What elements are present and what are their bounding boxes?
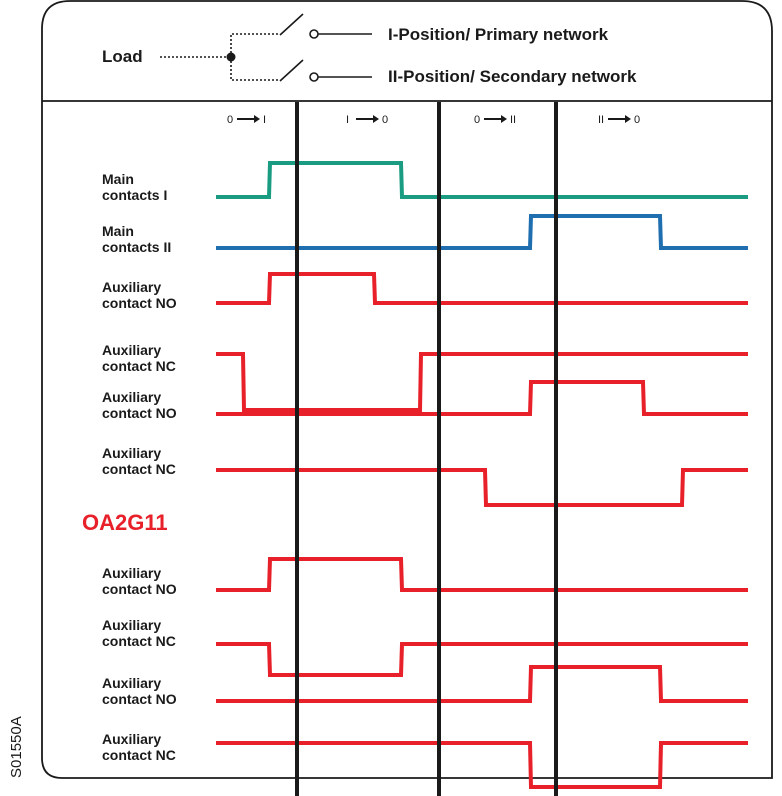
contact-terminal-1 — [309, 29, 319, 39]
arrow-head-icon — [373, 115, 379, 123]
phase-from: II — [598, 114, 604, 126]
signal-trace — [216, 380, 748, 416]
contact-terminal-2 — [309, 72, 319, 82]
signal-label-line1: Auxiliary — [102, 617, 161, 633]
signal-label-line1: Auxiliary — [102, 389, 161, 405]
signal-label-line1: Auxiliary — [102, 731, 161, 747]
arrow-head-icon — [254, 115, 260, 123]
signal-label-line2: contact NC — [102, 747, 176, 763]
position-1-label: I-Position/ Primary network — [388, 25, 609, 44]
signal-trace — [216, 741, 748, 789]
signal-trace — [216, 161, 748, 199]
switching-instants — [295, 102, 558, 796]
branch-lower-wire — [230, 57, 278, 81]
signal-trace — [216, 214, 748, 250]
signal-label-line1: Auxiliary — [102, 279, 161, 295]
phase-to: 0 — [382, 114, 388, 126]
switch-blade-2 — [279, 59, 304, 82]
arrow-head-icon — [501, 115, 507, 123]
signal-label-line1: Auxiliary — [102, 342, 161, 358]
diagram-frame — [41, 0, 773, 779]
phase-label: 0 II — [474, 114, 516, 126]
signal-trace — [216, 665, 748, 703]
switch-schematic: Load I-Position/ Primary network II-Posi… — [102, 13, 637, 86]
signal-label-line1: Main — [102, 223, 134, 239]
signal-trace — [216, 642, 748, 677]
phase-from: 0 — [227, 114, 233, 126]
signal-trace — [216, 557, 748, 592]
signal-label-line2: contacts I — [102, 187, 167, 203]
signal-label-line1: Main — [102, 171, 134, 187]
phase-from: 0 — [474, 114, 480, 126]
signal-label-line2: contact NO — [102, 295, 177, 311]
signal-label-line2: contact NO — [102, 405, 177, 421]
signal-label-line2: contact NC — [102, 461, 176, 477]
signal-label-line2: contact NC — [102, 358, 176, 374]
signal-label-line1: Auxiliary — [102, 565, 161, 581]
figure-code: S01550A — [8, 716, 25, 778]
signal-label-line2: contact NC — [102, 633, 176, 649]
position-2-label: II-Position/ Secondary network — [388, 67, 637, 86]
accessory-label: OA2G11 — [82, 510, 168, 535]
signal-label-line2: contacts II — [102, 239, 171, 255]
branch-upper-wire — [230, 33, 278, 57]
signal-label-line2: contact NO — [102, 691, 177, 707]
arrow-head-icon — [625, 115, 631, 123]
phase-from: I — [346, 114, 349, 126]
signal-label-line2: contact NO — [102, 581, 177, 597]
signal-trace — [216, 352, 748, 412]
phase-label: II 0 — [598, 114, 640, 126]
phase-to: 0 — [634, 114, 640, 126]
signal-label-line1: Auxiliary — [102, 675, 161, 691]
signal-traces — [216, 161, 748, 789]
switch-blade-1 — [279, 13, 304, 36]
signal-label-line1: Auxiliary — [102, 445, 161, 461]
phase-to: I — [263, 114, 266, 126]
load-label: Load — [102, 47, 143, 66]
phase-to: II — [510, 114, 516, 126]
